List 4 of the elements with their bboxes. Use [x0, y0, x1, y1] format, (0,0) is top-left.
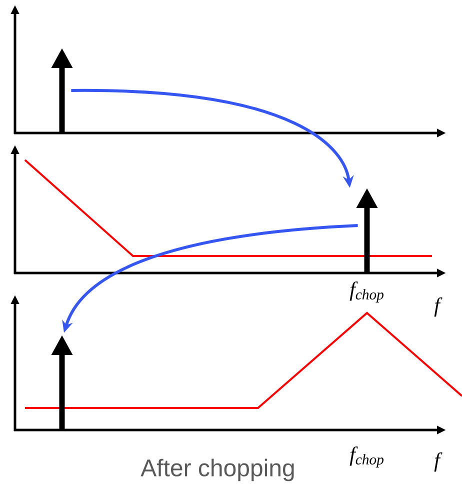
axis-label: f: [434, 297, 442, 317]
caption: After chopping: [140, 458, 294, 482]
axis-label: f: [434, 452, 442, 472]
axis-label: f$_{chop}$: [350, 446, 384, 468]
